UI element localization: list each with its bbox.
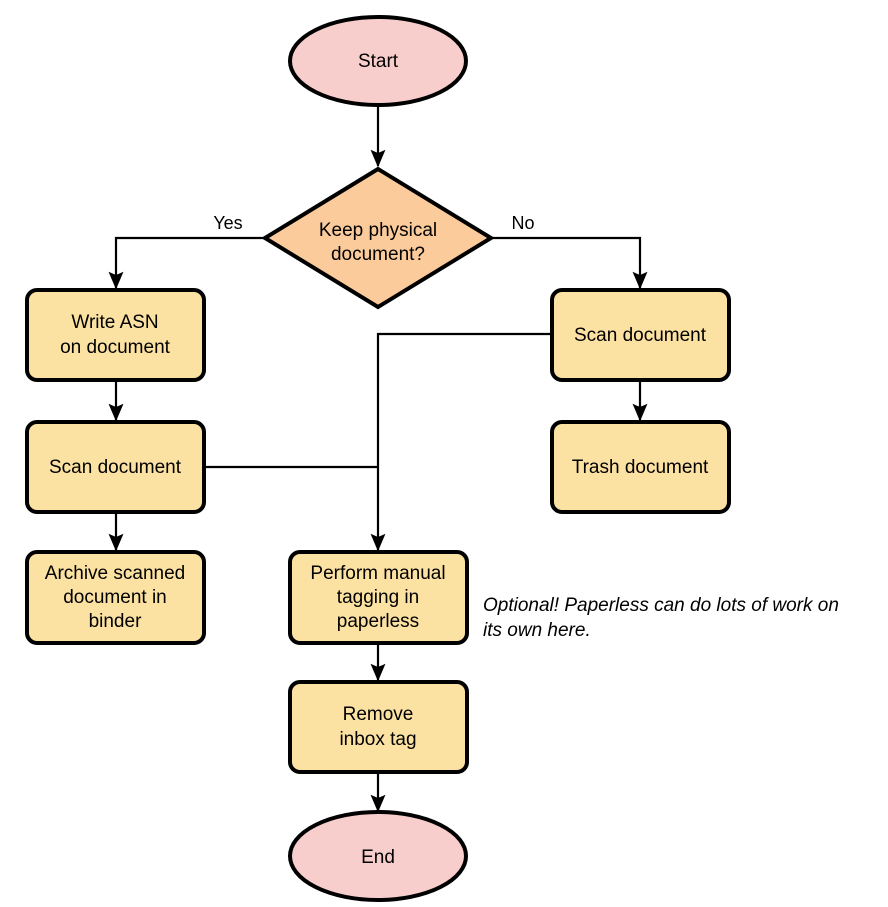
node-scan-document-right[interactable]: Scan document — [550, 288, 731, 382]
end-label: End — [361, 847, 395, 868]
tagging-label-line2: tagging in — [337, 587, 419, 608]
archive-box-shape — [25, 550, 206, 645]
edge-label-yes: Yes — [213, 213, 242, 233]
decision-diamond-shape — [261, 166, 495, 310]
end-terminator-shape — [288, 810, 468, 902]
start-label: Start — [358, 51, 399, 72]
start-terminator-shape — [288, 15, 468, 107]
tagging-label-line1: Perform manual — [310, 563, 445, 584]
archive-label-line1: Archive scanned — [45, 563, 185, 584]
tagging-box-shape — [288, 550, 469, 645]
node-start[interactable]: Start — [288, 15, 468, 107]
decision-label-line2: document? — [331, 244, 425, 265]
node-remove-inbox-tag[interactable]: Remove inbox tag — [288, 680, 469, 774]
remove-inbox-box-shape — [288, 680, 469, 774]
node-trash-document[interactable]: Trash document — [550, 420, 731, 514]
scan-document-right-box-shape — [550, 288, 731, 382]
remove-inbox-label-line1: Remove — [343, 704, 414, 725]
decision-label-line1: Keep physical — [319, 220, 437, 241]
trash-document-box-shape — [550, 420, 731, 514]
node-perform-manual-tagging[interactable]: Perform manual tagging in paperless — [288, 550, 469, 645]
edge-decision-yes-to-write-asn — [108, 236, 265, 290]
node-scan-document-left[interactable]: Scan document — [25, 420, 206, 514]
node-write-asn-on-document[interactable]: Write ASN on document — [25, 288, 206, 382]
remove-inbox-label-line2: inbox tag — [339, 729, 416, 750]
node-end[interactable]: End — [288, 810, 468, 902]
write-asn-box-shape — [25, 288, 206, 382]
tagging-label-line3: paperless — [337, 611, 419, 632]
annotation-note-optional: Optional! Paperless can do lots of work … — [483, 595, 839, 641]
scan-document-right-label: Scan document — [574, 325, 707, 346]
write-asn-label-line1: Write ASN — [71, 312, 158, 333]
archive-label-line3: binder — [89, 611, 142, 632]
edge-scan-right-to-tagging — [370, 332, 552, 552]
edge-decision-no-to-scan-right — [491, 236, 648, 290]
node-archive-scanned-document-in-binder[interactable]: Archive scanned document in binder — [25, 550, 206, 645]
scan-document-left-label: Scan document — [49, 457, 182, 478]
note-line2: its own here. — [483, 620, 591, 641]
scan-document-left-box-shape — [25, 420, 206, 514]
write-asn-label-line2: on document — [60, 337, 171, 358]
trash-document-label: Trash document — [572, 457, 709, 478]
edge-label-no: No — [511, 213, 534, 233]
node-decision-keep-physical-document[interactable]: Keep physical document? — [261, 166, 495, 310]
archive-label-line2: document in — [63, 587, 167, 608]
note-line1: Optional! Paperless can do lots of work … — [483, 595, 839, 616]
connector-layer — [108, 105, 648, 813]
